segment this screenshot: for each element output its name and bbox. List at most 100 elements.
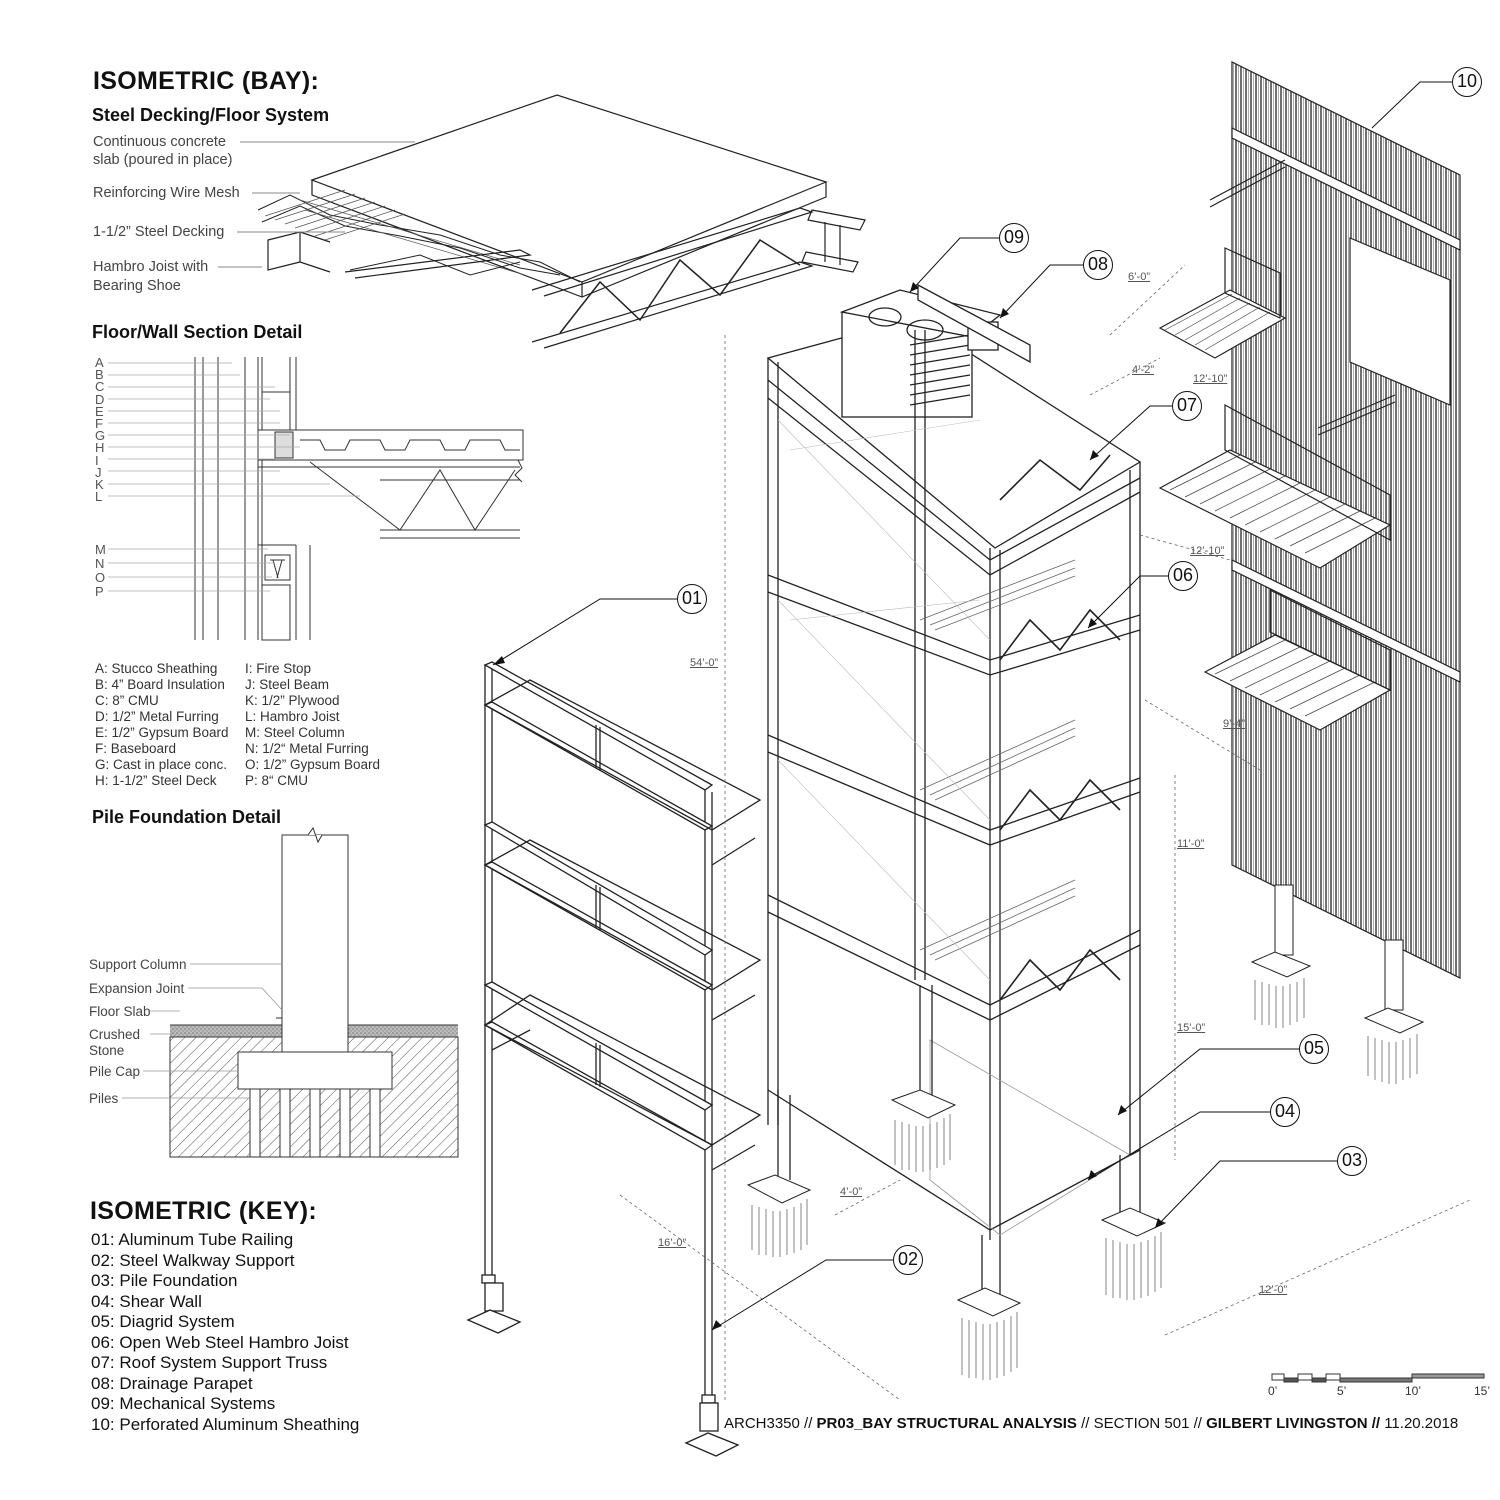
section-letter: G: [95, 428, 106, 444]
legend-item: N: 1/2“ Metal Furring: [245, 741, 369, 756]
section-letter: P: [95, 584, 104, 599]
section-letter: L: [95, 489, 103, 505]
section-letter: B: [95, 367, 104, 383]
pile-label-pile-cap: Pile Cap: [89, 1064, 141, 1079]
callout-03: 03: [1337, 1146, 1367, 1176]
callout-10: 10: [1452, 67, 1482, 97]
dimension-label: 12’-10”: [1190, 545, 1225, 557]
section-letter: M: [95, 542, 106, 557]
section-letter: F: [95, 416, 103, 432]
dimension-label: 12’-10”: [1193, 373, 1228, 385]
footer-section: // SECTION 501 //: [1081, 1415, 1202, 1432]
callout-09: 09: [999, 223, 1029, 253]
pile-label-crushed: Crushed: [89, 1027, 141, 1042]
pile-label-floor-slab: Floor Slab: [89, 1004, 151, 1019]
pile-label-stone: Stone: [89, 1043, 125, 1058]
section-letter: N: [95, 556, 105, 571]
pile-label-support-column: Support Column: [89, 957, 187, 972]
legend-item: C: 8” CMU: [95, 693, 159, 708]
callout-leaders: [492, 81, 1452, 1331]
legend-item: E: 1/2” Gypsum Board: [95, 725, 229, 740]
key-item: 08: Drainage Parapet: [91, 1373, 253, 1393]
isometric-bay-heading: ISOMETRIC (BAY):: [93, 67, 320, 95]
section-legend-left: A: Stucco Sheathing B: 4” Board Insulati…: [95, 661, 229, 789]
callout-04: 04: [1270, 1097, 1300, 1127]
legend-item: F: Baseboard: [95, 741, 177, 756]
callout-arrowheads: [493, 282, 1164, 1330]
decking-label-slab-1: Continuous concrete: [93, 134, 226, 150]
legend-item: O: 1/2” Gypsum Board: [245, 757, 381, 772]
footer-project: PR03_BAY STRUCTURAL ANALYSIS: [816, 1415, 1077, 1432]
isometric-key-heading: ISOMETRIC (KEY):: [90, 1197, 318, 1225]
legend-item: L: Hambro Joist: [245, 709, 340, 724]
pile-leader-lines: [122, 963, 283, 1099]
key-item: 03: Pile Foundation: [91, 1271, 238, 1290]
section-letters-lower: M N O P: [95, 543, 106, 599]
section-letter: D: [95, 391, 105, 407]
callout-01: 01: [677, 584, 707, 614]
key-item: 01: Aluminum Tube Railing: [91, 1230, 294, 1249]
dimension-label: 4’-0”: [840, 1186, 863, 1198]
legend-item: H: 1-1/2” Steel Deck: [95, 773, 217, 788]
floor-wall-section-drawing: [194, 357, 524, 641]
pile-foundation-drawing: [169, 826, 459, 1158]
key-item: 04: Shear Wall: [91, 1291, 202, 1311]
title-block: ARCH3350 // PR03_BAY STRUCTURAL ANALYSIS…: [724, 1415, 1458, 1432]
dimension-lines: [619, 264, 1471, 1401]
callout-07: 07: [1172, 391, 1202, 421]
section-letter: K: [95, 477, 104, 493]
section-letter: J: [95, 464, 102, 480]
scale-label: 0’: [1268, 1384, 1278, 1398]
dimension-label: 9’-4”: [1223, 718, 1246, 730]
dimension-label: 54’-0”: [690, 657, 719, 669]
section-leader-lines: [108, 362, 360, 592]
section-letters: A B C D E F G H I J K L: [95, 355, 106, 505]
decking-label-joist-2: Bearing Shoe: [93, 278, 181, 294]
isometric-tower: [766, 283, 1142, 1295]
scale-label: 15’: [1474, 1384, 1491, 1398]
legend-item: J: Steel Beam: [245, 677, 330, 692]
pile-label-piles: Piles: [89, 1091, 119, 1106]
section-letter: E: [95, 403, 104, 419]
sheathing-pile-caps: [1250, 884, 1425, 1084]
key-item: 06: Open Web Steel Hambro Joist: [91, 1332, 349, 1352]
callout-08: 08: [1083, 250, 1113, 280]
floor-wall-heading: Floor/Wall Section Detail: [92, 322, 303, 342]
scale-label: 10’: [1405, 1384, 1422, 1398]
callout-02: 02: [893, 1245, 923, 1275]
section-letter: A: [95, 355, 104, 370]
steel-decking-heading: Steel Decking/Floor System: [92, 105, 330, 125]
decking-label-joist-1: Hambro Joist with: [93, 259, 209, 275]
section-letter: C: [95, 379, 105, 395]
pile-label-expansion-joint: Expansion Joint: [89, 981, 185, 996]
dimension-label: 15’-0”: [1177, 1022, 1206, 1034]
key-item: 09: Mechanical Systems: [91, 1394, 276, 1413]
isometric-key-list: 01: Aluminum Tube Railing 02: Steel Walk…: [91, 1230, 359, 1435]
callout-05: 05: [1299, 1034, 1329, 1064]
dimension-label: 12’-0”: [1259, 1284, 1288, 1296]
key-item: 10: Perforated Aluminum Sheathing: [91, 1414, 360, 1434]
dimension-label: 11’-0”: [1177, 838, 1205, 850]
key-item: 07: Roof System Support Truss: [91, 1353, 328, 1372]
tower-pile-caps: [746, 1089, 1167, 1380]
legend-item: I: Fire Stop: [245, 661, 312, 676]
decking-label-decking: 1-1/2” Steel Decking: [93, 224, 225, 240]
section-letter: I: [95, 452, 99, 468]
balconies-drawing: [1158, 247, 1392, 731]
dimension-label: 6’-0”: [1128, 271, 1151, 283]
decking-label-mesh: Reinforcing Wire Mesh: [93, 185, 240, 201]
scale-bar: [1271, 1373, 1485, 1383]
legend-item: A: Stucco Sheathing: [95, 661, 218, 676]
callout-06: 06: [1168, 561, 1198, 591]
steel-decking-drawing: [257, 94, 866, 349]
dimension-label: 16’-0”: [658, 1237, 687, 1249]
section-letter: O: [95, 570, 106, 585]
pile-foundation-heading: Pile Foundation Detail: [92, 807, 282, 827]
key-item: 02: Steel Walkway Support: [91, 1250, 295, 1270]
scale-label: 5’: [1337, 1384, 1347, 1398]
section-legend-right: I: Fire Stop J: Steel Beam K: 1/2” Plywo…: [245, 661, 380, 789]
footer-author: GILBERT LIVINGSTON //: [1206, 1415, 1381, 1432]
legend-item: G: Cast in place conc.: [95, 757, 228, 772]
section-letter: H: [95, 440, 105, 456]
